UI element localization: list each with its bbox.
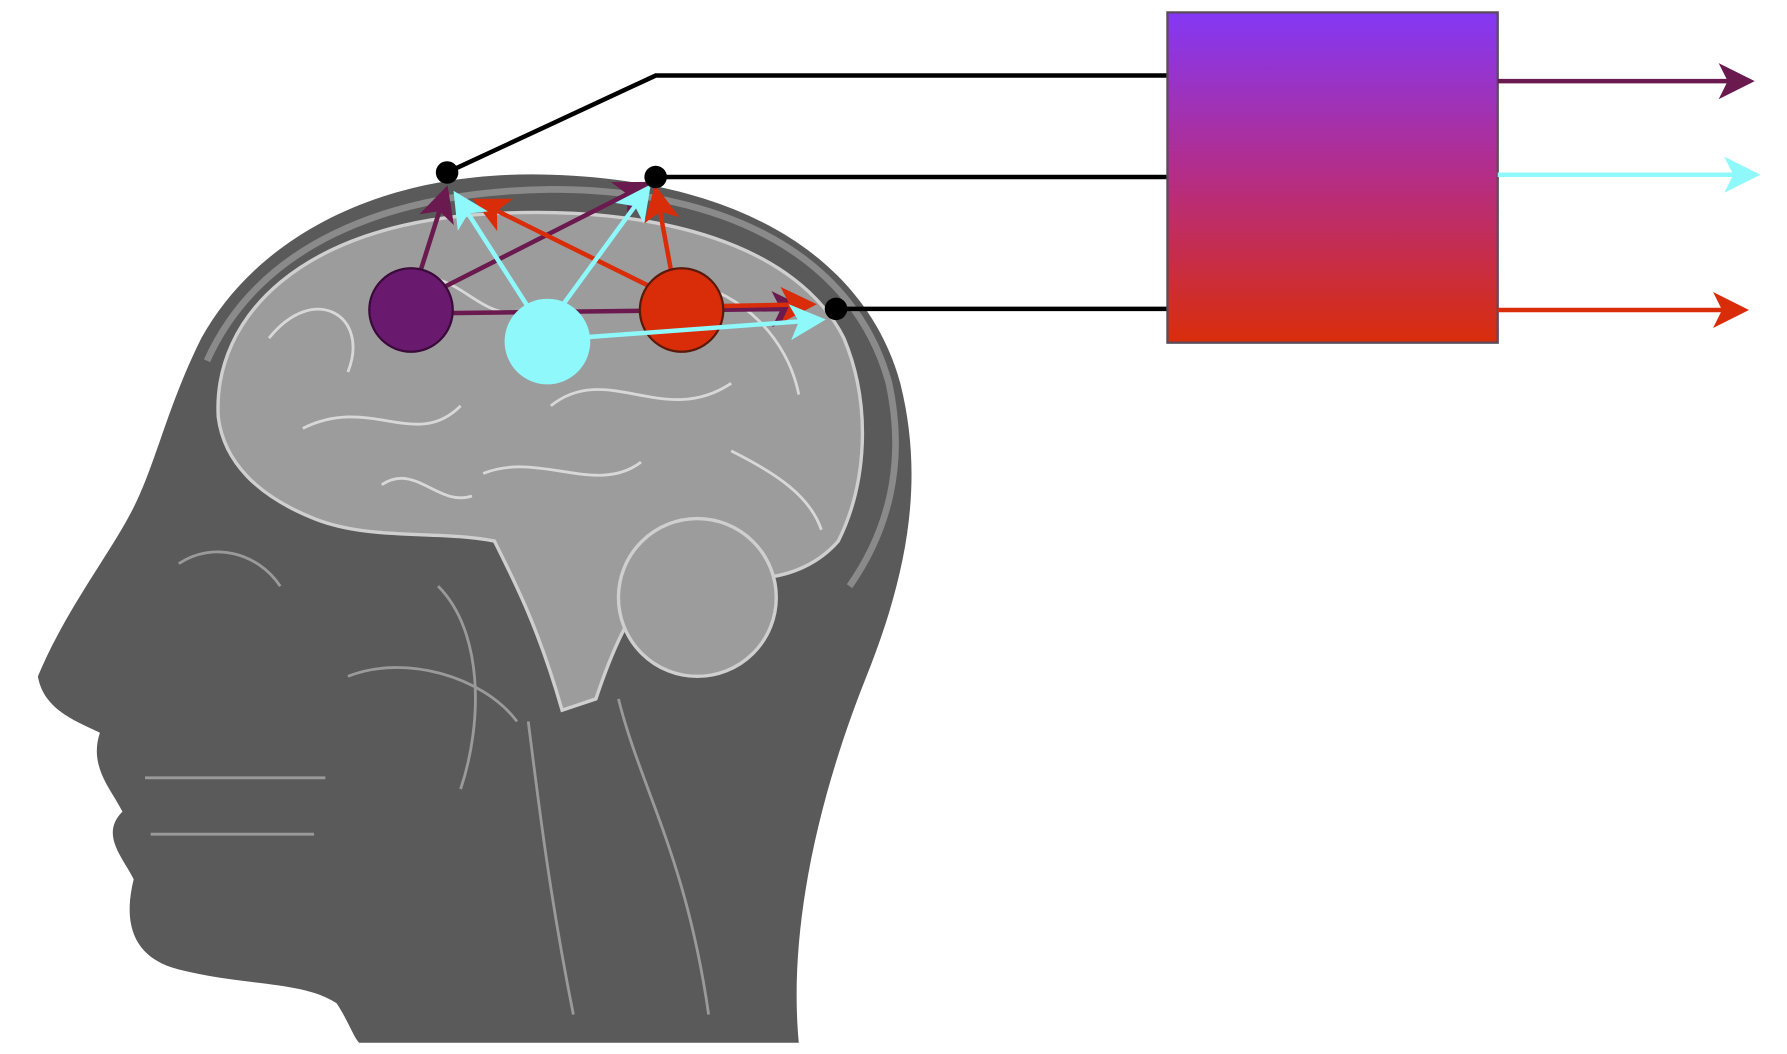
face-details (144, 550, 711, 1015)
brain-folds (267, 276, 823, 531)
red-source (638, 267, 725, 353)
sensor-wire-1 (446, 73, 1168, 175)
separation-box (1166, 11, 1499, 344)
sensor-electrode-3 (824, 297, 848, 321)
sensor-electrode-1 (435, 161, 459, 184)
sensor-electrode-2 (644, 165, 667, 189)
cerebellum (616, 516, 778, 679)
skull-outline (203, 185, 899, 589)
purple-source (368, 267, 454, 353)
cyan-source (504, 298, 591, 385)
cyan-source-arrows (453, 184, 826, 341)
